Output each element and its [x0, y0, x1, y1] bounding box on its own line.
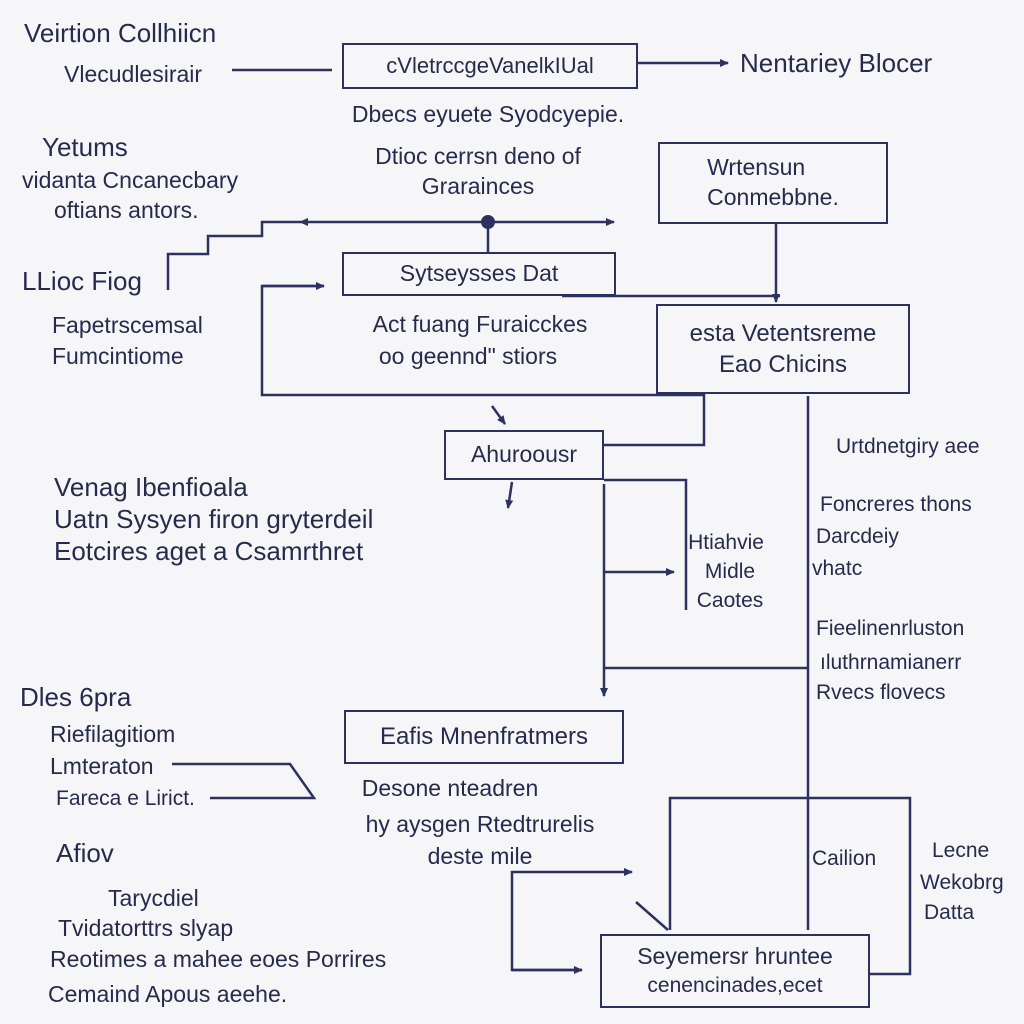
right-notes-1-line4: vhatc	[812, 557, 863, 580]
left-big-line1: Venag Ibenfioala	[54, 472, 248, 502]
right-box-1-line1: Wrtensun	[707, 154, 806, 181]
left-group-3-title: Dles 6pra	[20, 682, 132, 712]
right-notes-1-line2: Foncreres thons	[820, 493, 972, 516]
left-group-3-line2: Lmteraton	[50, 753, 154, 779]
middle-caption-line3: Caotes	[696, 589, 764, 612]
top-box-label: cVletrccgeVanelkIUal	[386, 52, 594, 78]
top-box[interactable]: cVletrccgeVanelkIUal	[342, 43, 638, 89]
left-big-line2: Uatn Sysyen firon gryterdeil	[54, 504, 374, 534]
center-note-2-line1: Act fuang Furaicckes	[372, 311, 588, 337]
right-notes-2-line1: Fieelinenrluston	[816, 617, 965, 640]
flag-label: LLioc Fiog	[22, 266, 142, 296]
left-group-4-line2: Tvidatorttrs slyap	[58, 915, 234, 941]
right-box-1[interactable]: Wrtensun Conmebbne.	[658, 142, 888, 224]
right-notes-1-line1: Urtdnetgiry aee	[836, 435, 980, 458]
center-box-2-label: Ahuroousr	[470, 441, 578, 468]
left-group-2-line1: Fapetrscemsal	[52, 312, 203, 338]
left-group-4-line4: Cemaind Apous aeehe.	[48, 981, 288, 1007]
left-group-1-line1: vidanta Cncanecbary	[22, 167, 239, 193]
center-box-3-label: Eafis Mnenfratmers	[379, 723, 589, 751]
left-group-1-title: Yetums	[42, 132, 128, 162]
right-box-2[interactable]: esta Vetentsreme Eao Chicins	[656, 304, 910, 394]
left-group-4-line1: Tarycdiel	[108, 885, 199, 911]
right-notes-2-line3: Rvecs flovecs	[816, 681, 946, 704]
right-box-1-line2: Conmebbne.	[707, 184, 839, 210]
center-note-2-line2: oo geennd" stiors	[378, 343, 558, 369]
bottom-box[interactable]: Seyemersr hruntee cenencinades,ecet	[600, 934, 870, 1008]
middle-caption-line1: Htiahvie	[688, 531, 764, 554]
left-group-4-line3: Reotimes a mahee eoes Porrires	[50, 946, 387, 972]
left-group-3-line1: Riefilagitiom	[50, 721, 176, 747]
right-notes-3-line2: Wekobrg	[920, 871, 1004, 894]
center-note-3-line3: deste mile	[427, 843, 533, 869]
bottom-box-line2: cenencinades,ecet	[647, 974, 823, 998]
center-box-1-label: Sytseysses Dat	[399, 260, 559, 287]
left-big-line3: Eotcires aget a Csamrthret	[54, 536, 364, 566]
center-box-1[interactable]: Sytseysses Dat	[342, 252, 616, 296]
top-left-title: Veirtion Collhiicn	[24, 18, 217, 48]
right-notes-3-line1: Lecne	[932, 839, 990, 862]
top-center-note-line1: Dbecs eyuete Syodcyepie.	[351, 101, 625, 127]
right-notes-1-line3: Darcdeiy	[816, 525, 899, 548]
center-note-3-line1: Desone nteadren	[361, 775, 539, 801]
right-box-2-line2: Eao Chicins	[718, 351, 848, 378]
center-note-3-line2: hy aysgen Rtedtrurelis	[365, 811, 595, 837]
top-left-subtitle: Vlecudlesirair	[64, 61, 203, 87]
top-center-note-line3: Grarainces	[421, 173, 535, 199]
left-group-2-line2: Fumcintiome	[52, 343, 184, 369]
left-group-4-title: Afiov	[56, 838, 114, 868]
top-center-note-line2: Dtioc cerrsn deno of	[375, 143, 581, 169]
top-right-label: Nentariey Blocer	[740, 48, 933, 78]
bottom-box-line1: Seyemersr hruntee	[637, 943, 833, 970]
middle-caption-line2: Midle	[704, 560, 756, 583]
caption-calion: Cailion	[812, 847, 877, 870]
center-box-2[interactable]: Ahuroousr	[444, 430, 604, 480]
right-notes-3-line3: Datta	[924, 901, 975, 924]
center-box-3[interactable]: Eafis Mnenfratmers	[344, 710, 624, 764]
left-group-3-line3: Fareca e Lirict.	[56, 787, 195, 810]
junction-node	[481, 215, 495, 229]
right-box-2-line1: esta Vetentsreme	[689, 319, 877, 347]
right-notes-2-line2: ıluthrnamianerr	[820, 651, 962, 674]
left-group-1-line2: oftians antors.	[54, 197, 199, 223]
